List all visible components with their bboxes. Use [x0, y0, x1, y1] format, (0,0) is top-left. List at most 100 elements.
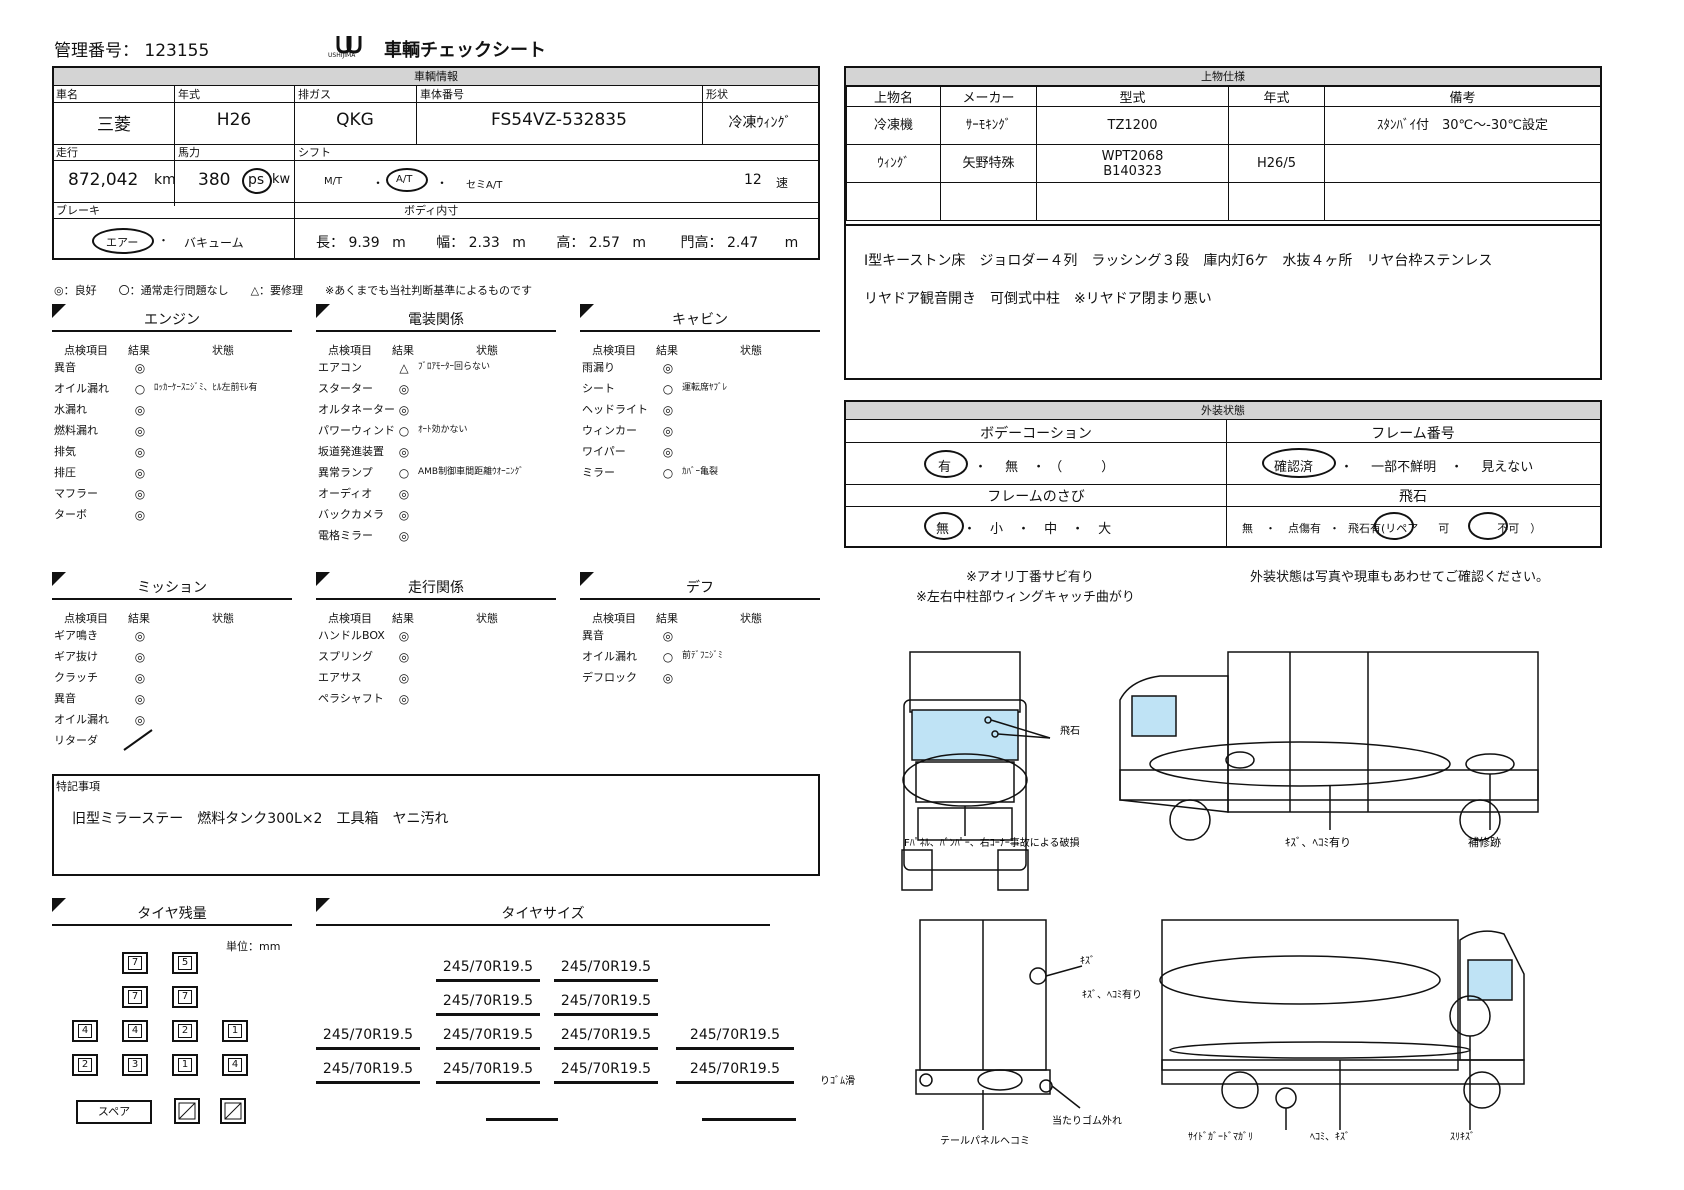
check-status: AMB制御車間距離ｳｵｰﾆﾝｸﾞ — [418, 467, 524, 477]
check-result: ◎ — [134, 692, 146, 706]
tire-remain-value: 1 — [228, 1024, 242, 1038]
frame-options: ・ 一部不鮮明・ 見えない — [1340, 460, 1534, 475]
engine-row: オイル漏れ ○ ﾛｯｶｰｹｰｽﾆｼﾞﾐ、ﾋﾙ左前ﾓﾚ有 — [54, 379, 294, 399]
tire-size-cell: 245/70R19.5 — [554, 990, 658, 1016]
check-result: ○ — [662, 466, 674, 480]
upper-cell: 冷凍機 — [846, 106, 941, 145]
rust-small: 小 — [990, 522, 1004, 537]
remarks-box: 特記事項 旧型ミラーステー 燃料タンク300L×2 工具箱 ヤニ汚れ — [52, 774, 820, 876]
tire-size-cell: 245/70R19.5 — [436, 1058, 540, 1084]
check-result: ○ — [398, 424, 410, 438]
col-head-item: 点検項目 — [64, 612, 108, 625]
upper-col-head: 型式 — [1036, 86, 1229, 107]
upper-cell: H26/5 — [1228, 144, 1325, 183]
rust-none-oval — [924, 512, 964, 540]
rust-big: 大 — [1098, 522, 1112, 537]
tire-remain-cell: 7 — [172, 986, 198, 1008]
remarks-text: 旧型ミラーステー 燃料タンク300L×2 工具箱 ヤニ汚れ — [72, 811, 449, 827]
check-result: ◎ — [662, 361, 674, 375]
col-head-result: 結果 — [128, 612, 150, 625]
len-label: 長： — [316, 235, 344, 251]
tire-remain-value: 7 — [178, 990, 192, 1004]
check-item: ワイパー — [582, 445, 626, 458]
col-head-result: 結果 — [392, 612, 414, 625]
upper-cell — [1324, 182, 1601, 221]
check-item: オイル漏れ — [54, 713, 109, 726]
check-result: ◎ — [134, 487, 146, 501]
check-result: ○ — [662, 650, 674, 664]
col-head-status: 状態 — [740, 612, 762, 625]
upper-spec-heading: 上物仕様 — [846, 68, 1600, 86]
tire-remain-value: 5 — [178, 956, 192, 970]
tire-remain-cell: 1 — [172, 1054, 198, 1076]
exterior-heading: 外装状態 — [846, 402, 1600, 420]
label-chassis: 車体番号 — [420, 88, 464, 101]
check-item: 燃料漏れ — [54, 424, 98, 437]
frame-partial: 一部不鮮明 — [1371, 460, 1437, 475]
mgmt-label: 管理番号： — [54, 41, 139, 61]
hp-value: 380 — [198, 170, 231, 190]
check-item: マフラー — [54, 487, 98, 500]
mission-title-text: ミッション — [137, 580, 207, 596]
body-dimensions: 長： 9.39 m 幅： 2.33 m 高： 2.57 m 門高： 2.47 m — [316, 232, 798, 252]
engine-row: ターボ ◎ — [54, 505, 294, 525]
check-item: ミラー — [582, 466, 615, 479]
col-head-item: 点検項目 — [64, 344, 108, 357]
electric-row: エアコン △ ﾌﾞﾛｱﾓｰﾀｰ回らない — [318, 358, 558, 378]
check-result: ◎ — [134, 403, 146, 417]
tire-remain-title-text: タイヤ残量 — [137, 906, 207, 922]
check-item: バックカメラ — [318, 508, 384, 521]
speed-unit: 速 — [776, 176, 789, 190]
diff-section-title: デフ — [580, 572, 820, 600]
check-item: 水漏れ — [54, 403, 87, 416]
check-result: ◎ — [398, 508, 410, 522]
chip-ng: 不可 ） — [1497, 522, 1542, 535]
running-section-title: 走行関係 — [316, 572, 556, 600]
tire-size-cell: 245/70R19.5 — [436, 1024, 540, 1050]
rust-none: 無 — [936, 522, 950, 537]
check-item: デフロック — [582, 671, 637, 684]
tire-size-cell: 245/70R19.5 — [554, 1024, 658, 1050]
check-status: ｶﾊﾞｰ亀裂 — [682, 467, 719, 477]
check-result: ◎ — [662, 403, 674, 417]
chip-ok: 可 — [1438, 522, 1450, 535]
kizu-hekomi2-label: ｷｽﾞ、ﾍｺﾐ有り — [1082, 988, 1142, 1001]
check-status: 運転席ﾔﾌﾞﾚ — [682, 383, 728, 393]
frame-ok-oval — [1262, 448, 1336, 478]
mission-section-title: ミッション — [52, 572, 292, 600]
electric-title-text: 電装関係 — [408, 312, 464, 328]
check-item: リターダ — [54, 734, 98, 747]
legend: ◎：良好 〇：通常走行問題なし △：要修理 ※あくまでも当社判断基準によるもので… — [54, 284, 532, 297]
check-item: 排圧 — [54, 466, 76, 479]
tire-remain-value: 7 — [128, 956, 142, 970]
check-result: ◎ — [398, 692, 410, 706]
col-head-result: 結果 — [128, 344, 150, 357]
upper-cell — [1228, 106, 1325, 145]
running-row: ハンドルBOX ◎ — [318, 626, 558, 646]
check-item: 異音 — [582, 629, 604, 642]
hoshu-label: 補修跡 — [1468, 835, 1501, 849]
col-head-status: 状態 — [740, 344, 762, 357]
check-result: ◎ — [398, 403, 410, 417]
engine-row: 排気 ◎ — [54, 442, 294, 462]
tire-remain-value: 7 — [128, 990, 142, 1004]
tire-remain-value: 2 — [178, 1024, 192, 1038]
engine-row: 異音 ◎ — [54, 358, 294, 378]
mission-row: クラッチ ◎ — [54, 668, 294, 688]
engine-row: 燃料漏れ ◎ — [54, 421, 294, 441]
check-result: ◎ — [134, 466, 146, 480]
management-number: 管理番号： 123155 — [54, 36, 209, 61]
chip-ok-oval — [1468, 512, 1508, 540]
cabin-row: シート ○ 運転席ﾔﾌﾞﾚ — [582, 379, 822, 399]
check-result: ◎ — [398, 629, 410, 643]
check-item: オルタネーター — [318, 403, 395, 416]
upper-cell: ｻｰﾓｷﾝｸﾞ — [940, 106, 1037, 145]
tobiishi-label: 飛石 — [1060, 725, 1080, 737]
vehicle-name: 三菱 — [97, 115, 131, 135]
label-mileage: 走行 — [56, 146, 78, 159]
tire-remain-cell: 4 — [72, 1020, 98, 1042]
at-selected-oval — [386, 168, 428, 192]
dot: ・ — [158, 234, 169, 247]
tire-remain-cell: 2 — [172, 1020, 198, 1042]
